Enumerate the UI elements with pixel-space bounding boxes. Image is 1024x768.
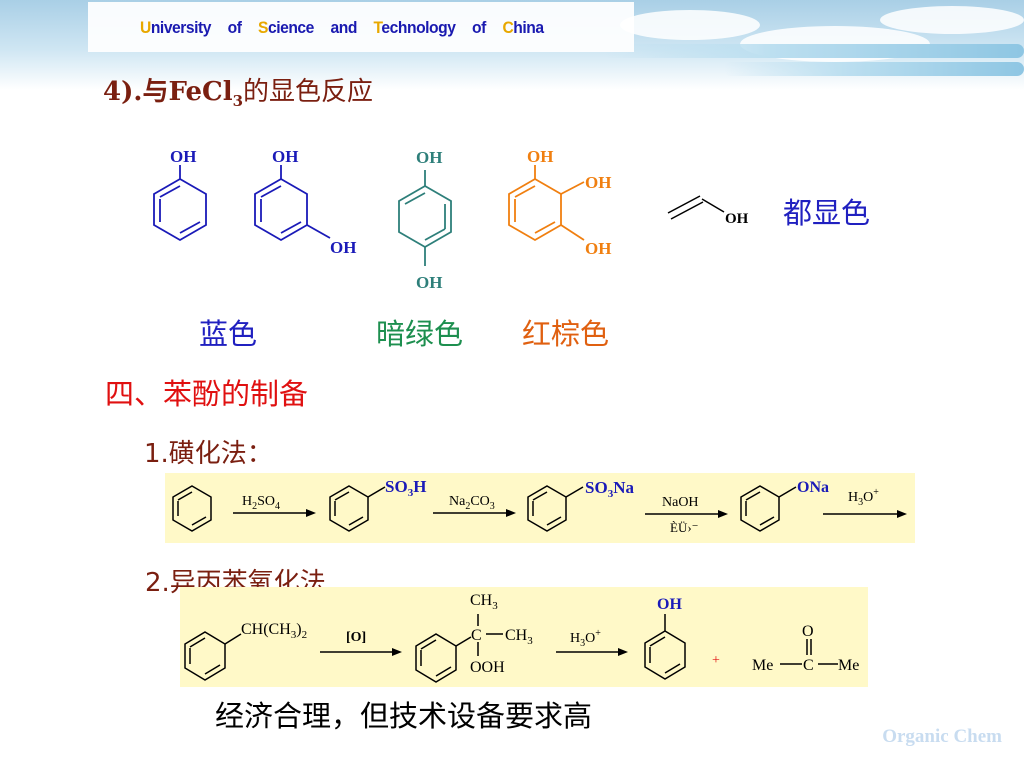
- hydroquinone-oh-top-label: OH: [416, 148, 442, 167]
- university-title-word: University: [140, 18, 212, 37]
- university-title-capital: S: [258, 18, 268, 37]
- resorcinol-structure: [254, 165, 331, 242]
- cumene-scheme-box: [180, 587, 868, 687]
- red-brown-color-label: 红棕色: [522, 317, 610, 351]
- organic-chem-watermark: Organic Chem: [882, 726, 1002, 747]
- cloud-decoration: [880, 6, 1024, 34]
- sodium-carbonate-label: Na2CO3: [449, 494, 495, 512]
- conclusion-text: 经济合理，但技术设备要求高: [215, 699, 593, 733]
- pyrogallol-oh-1-label: OH: [527, 147, 553, 166]
- water-streak-decoration: [604, 44, 1024, 58]
- sulfonic-acid-group-label: SO3H: [385, 477, 426, 499]
- sulfonation-scheme-box: [165, 473, 915, 543]
- arrowhead: [897, 510, 907, 518]
- university-title-word: of: [228, 18, 242, 37]
- resorcinol-oh-top-label: OH: [272, 147, 298, 166]
- university-title-rest: echnology: [381, 18, 456, 37]
- enol-oh-label: OH: [725, 211, 749, 227]
- hydronium-label: H3O+: [848, 487, 879, 508]
- arrowhead: [306, 509, 316, 517]
- phenol-structure: [153, 165, 207, 242]
- methyl-top-label: CH3: [470, 592, 498, 612]
- university-title-rest: and: [330, 18, 357, 37]
- phenol-product-oh-label: OH: [657, 596, 682, 613]
- methyl-right-label: CH3: [505, 627, 533, 647]
- university-title-rest: of: [472, 18, 486, 37]
- university-title: University of Science and Technology of China: [140, 18, 560, 40]
- fecl3-heading-suffix: 的显色反应: [243, 77, 374, 107]
- preparation-heading: 四、苯酚的制备: [105, 377, 309, 411]
- arrowhead: [506, 509, 516, 517]
- university-title-word: Technology: [373, 18, 455, 37]
- university-title-capital: C: [502, 18, 514, 37]
- pyrogallol-oh-3-label: OH: [585, 239, 611, 258]
- acid-label: H3O+: [570, 628, 601, 649]
- arrowhead: [718, 510, 728, 518]
- arrowhead: [618, 648, 628, 656]
- phenol-oh-label: OH: [170, 147, 196, 166]
- university-title-rest: cience: [267, 18, 314, 37]
- acetone-oxygen-label: O: [802, 623, 814, 640]
- university-title-capital: U: [140, 18, 151, 37]
- acetone-methyl-right-label: Me: [838, 657, 859, 674]
- acetone-methyl-left-label: Me: [752, 657, 773, 674]
- oxidation-label: [O]: [346, 630, 366, 645]
- naoh-label: NaOH: [662, 495, 699, 510]
- sulfonation-method-title: 1.磺化法：: [144, 439, 273, 469]
- resorcinol-oh-bottom-label: OH: [330, 238, 356, 257]
- university-title-rest: hina: [513, 18, 544, 37]
- fecl3-heading-subscript: 3: [232, 92, 244, 111]
- university-title-capital: T: [373, 18, 382, 37]
- pyrogallol-oh-2-label: OH: [585, 173, 611, 192]
- hydroquinone-oh-bottom-label: OH: [416, 273, 442, 292]
- arrowhead: [392, 648, 402, 656]
- sulfuric-acid-label: H2SO4: [242, 494, 280, 512]
- all-colored-label: 都显色: [783, 196, 871, 230]
- acetone-carbonyl-carbon-label: C: [803, 657, 814, 674]
- pyrogallol-structure: [508, 165, 585, 242]
- blue-color-label: 蓝色: [199, 317, 258, 351]
- university-title-rest: of: [227, 18, 242, 37]
- university-title-word: Science: [258, 18, 314, 37]
- isopropyl-group-label: CH(CH3)2: [241, 621, 307, 641]
- phenoxide-group-label: ONa: [797, 479, 829, 496]
- university-title-word: of: [472, 18, 486, 37]
- university-title-word: China: [502, 18, 544, 37]
- enol-structure: [667, 195, 725, 220]
- cumene-structure: [184, 631, 242, 681]
- title-panel: [88, 2, 634, 52]
- sodium-benzenesulfonate-structure: [527, 485, 584, 532]
- fecl3-heading: 4).与FeCl3的显色反应: [103, 79, 373, 109]
- dark-green-color-label: 暗绿色: [376, 317, 464, 351]
- hydroquinone-structure: [398, 170, 452, 266]
- phenol-product-structure: [644, 614, 686, 680]
- hydroperoxy-label: OOH: [470, 659, 505, 676]
- quaternary-carbon-label: C: [471, 627, 482, 644]
- benzene-structure: [172, 485, 212, 532]
- sulfonate-group-label: SO3Na: [585, 478, 634, 500]
- acetone-structure: [780, 639, 838, 665]
- water-streak-decoration: [724, 62, 1024, 76]
- university-title-word: and: [330, 18, 357, 37]
- university-title-rest: niversity: [150, 18, 212, 37]
- fecl3-heading-prefix: 4).与FeCl: [103, 77, 233, 107]
- cumene-hydroperoxide-structure: [415, 614, 503, 683]
- benzenesulfonic-acid-structure: [329, 485, 386, 532]
- cloud-decoration: [620, 10, 760, 40]
- fusion-condition-label: ÈÜ›⁻: [670, 520, 699, 535]
- sodium-phenoxide-structure: [740, 485, 797, 532]
- plus-sign: +: [712, 653, 720, 668]
